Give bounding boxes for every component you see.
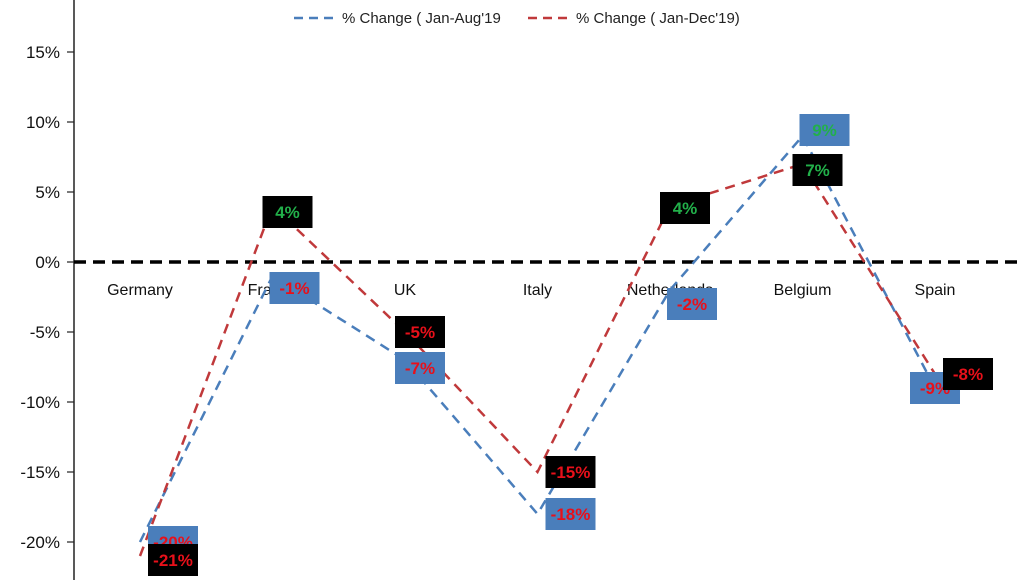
data-label-box	[545, 498, 596, 530]
y-tick-label: 15%	[26, 43, 60, 62]
y-tick-label: -15%	[20, 463, 60, 482]
data-label-text: -7%	[405, 359, 435, 378]
data-label-box	[395, 352, 445, 384]
data-label-text: -15%	[551, 463, 591, 482]
data-label: -15%	[545, 456, 596, 488]
data-label-text: -5%	[405, 323, 435, 342]
data-label: 9%	[799, 114, 850, 146]
data-label-text: 4%	[673, 199, 698, 218]
data-label-box	[148, 544, 198, 576]
data-label: -2%	[667, 288, 717, 320]
y-tick-label: -5%	[30, 323, 60, 342]
legend-entry: % Change ( Jan-Dec'19)	[576, 10, 740, 27]
series-line	[138, 162, 937, 557]
data-label-box	[660, 192, 710, 224]
series-line	[138, 133, 937, 543]
data-label-text: 4%	[275, 203, 300, 222]
category-label: Spain	[915, 282, 956, 299]
series-lines	[138, 133, 937, 557]
legend: % Change ( Jan-Aug'19 % Change ( Jan-Dec'…	[294, 10, 740, 27]
data-label: -8%	[943, 358, 993, 390]
data-label-box	[799, 114, 850, 146]
data-label-box	[545, 456, 596, 488]
y-tick-label: -10%	[20, 393, 60, 412]
data-label: 4%	[660, 192, 710, 224]
data-label: 4%	[262, 196, 313, 228]
legend-entry: % Change ( Jan-Aug'19	[342, 10, 501, 27]
y-tick-label: 0%	[35, 253, 60, 272]
data-label-text: -8%	[953, 365, 983, 384]
data-label-box	[667, 288, 717, 320]
data-label-box	[395, 316, 445, 348]
data-label-box	[792, 154, 843, 186]
data-label: 7%	[792, 154, 843, 186]
data-label-text: -21%	[153, 551, 193, 570]
data-label: -5%	[395, 316, 445, 348]
data-label: -1%	[269, 272, 320, 304]
data-label: -18%	[545, 498, 596, 530]
data-label-text: 9%	[812, 121, 837, 140]
data-label: -21%	[148, 544, 198, 576]
data-label-text: -1%	[279, 279, 309, 298]
data-label-text: 7%	[805, 161, 830, 180]
data-label-text: -2%	[677, 295, 707, 314]
data-label-box	[262, 196, 313, 228]
axis-layer: 15%10%5%0%-5%-10%-15%-20%GermanyFranceUK…	[20, 0, 1024, 580]
data-label-text: -18%	[551, 505, 591, 524]
category-label: Italy	[523, 282, 552, 299]
data-label-box	[943, 358, 993, 390]
data-labels: -20%-1%-7%-18%-2%9%-9%-21%4%-5%-15%4%7%-…	[148, 114, 993, 576]
data-label: -7%	[395, 352, 445, 384]
category-label: UK	[394, 282, 417, 299]
y-tick-label: 5%	[35, 183, 60, 202]
data-label-text: -9%	[920, 379, 950, 398]
category-label: Germany	[107, 282, 173, 299]
y-tick-label: 10%	[26, 113, 60, 132]
data-label-box	[269, 272, 320, 304]
category-label: Belgium	[774, 282, 832, 299]
y-tick-label: -20%	[20, 533, 60, 552]
